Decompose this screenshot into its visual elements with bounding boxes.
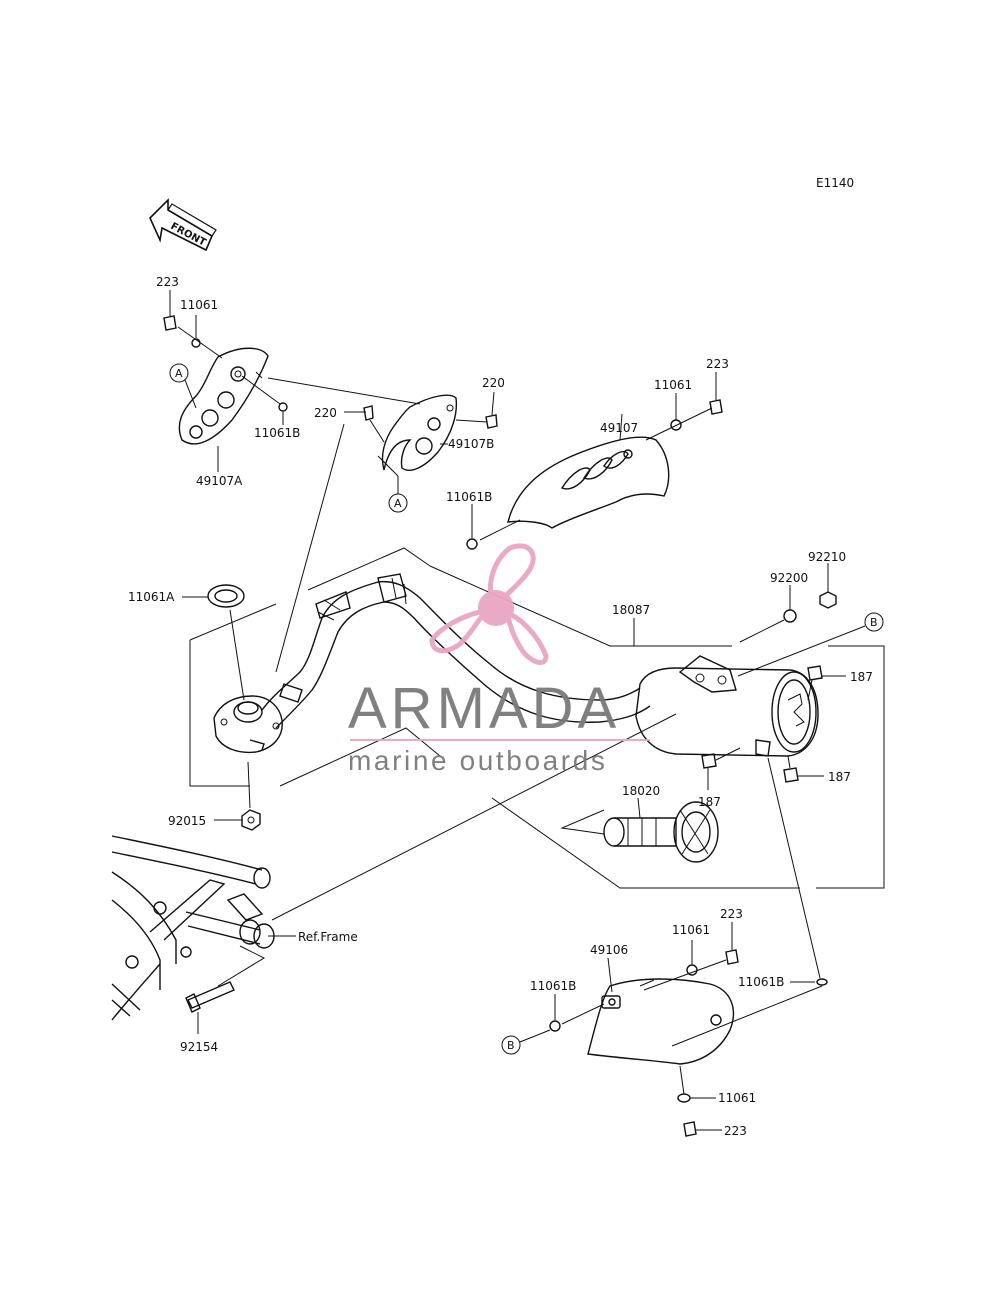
label-223-top: 223 xyxy=(156,275,179,289)
callout-a-left-text: A xyxy=(175,367,183,380)
fasteners-49107 xyxy=(645,372,723,441)
propeller-logo-icon xyxy=(429,543,549,666)
label-18020: 18020 xyxy=(622,784,660,798)
spark-arrester-18020 xyxy=(603,797,719,863)
heat-guard-49107 xyxy=(507,413,670,529)
label-92015: 92015 xyxy=(168,814,206,828)
callout-b-left-text: B xyxy=(507,1039,515,1052)
screw-220-left xyxy=(344,405,385,443)
label-223-mid: 223 xyxy=(706,357,729,371)
nut-92015 xyxy=(214,761,261,831)
label-223-bottom: 223 xyxy=(724,1124,747,1138)
diagram-code: E1140 xyxy=(816,176,854,190)
callout-b-right: B xyxy=(737,612,884,677)
label-49107b: 49107B xyxy=(448,437,494,451)
fasteners-49106-bottom xyxy=(677,1065,722,1137)
fasteners-49106-top xyxy=(643,922,739,991)
washer-11061b-right xyxy=(671,757,828,1047)
label-11061-low: 11061 xyxy=(672,923,710,937)
label-220-left: 220 xyxy=(314,406,337,420)
watermark-brand: ARMADA xyxy=(348,676,620,741)
screw-220-right xyxy=(455,391,498,429)
muffler-18087 xyxy=(635,655,819,757)
watermark: ARMADA marine outboards xyxy=(348,543,650,776)
label-ref-frame: Ref.Frame xyxy=(298,930,358,944)
arrester-arrow-line xyxy=(560,809,605,835)
washer-11061b-left xyxy=(241,375,288,425)
gasket-11061a xyxy=(182,584,245,701)
callout-a-left: A xyxy=(169,363,197,409)
exhaust-flange xyxy=(213,695,283,754)
label-11061a: 11061A xyxy=(128,590,175,604)
label-11061-mid: 11061 xyxy=(654,378,692,392)
bolt-187-top xyxy=(807,665,846,701)
frame-to-muffler-line xyxy=(271,713,677,921)
bolt-223-top xyxy=(163,290,223,359)
washer-11061b-mid xyxy=(466,504,521,550)
frame-reference xyxy=(111,835,275,1021)
bolt-187-lower xyxy=(701,747,741,790)
label-11061-top: 11061 xyxy=(180,298,218,312)
washer-11061b-low-left xyxy=(549,994,605,1032)
label-49106: 49106 xyxy=(590,943,628,957)
label-187-right: 187 xyxy=(828,770,851,784)
label-49107: 49107 xyxy=(600,421,638,435)
assembly-outline-left xyxy=(189,547,885,889)
guard-to-pipe-line xyxy=(275,423,345,673)
label-92154: 92154 xyxy=(180,1040,218,1054)
label-11061b-low-right: 11061B xyxy=(738,975,784,989)
label-223-low: 223 xyxy=(720,907,743,921)
bolt-92154 xyxy=(185,945,266,1034)
label-49107a: 49107A xyxy=(196,474,243,488)
label-187-top: 187 xyxy=(850,670,873,684)
watermark-tagline: marine outboards xyxy=(348,745,608,776)
callout-b-left: B xyxy=(501,1029,551,1055)
label-18087: 18087 xyxy=(612,603,650,617)
label-11061b-mid: 11061B xyxy=(446,490,492,504)
label-220-right: 220 xyxy=(482,376,505,390)
heat-guard-49107b xyxy=(381,394,458,471)
bolt-187-right xyxy=(783,755,824,783)
front-arrow-icon: FRONT xyxy=(149,198,217,252)
exhaust-header-pipe xyxy=(261,573,651,729)
label-11061b-low-left: 11061B xyxy=(530,979,576,993)
label-11061b-left: 11061B xyxy=(254,426,300,440)
label-92200: 92200 xyxy=(770,571,808,585)
heat-guard-49106 xyxy=(587,957,734,1065)
fasteners-92200-92210 xyxy=(739,563,837,643)
label-11061-bottom: 11061 xyxy=(718,1091,756,1105)
callout-a-middle-text: A xyxy=(394,497,402,510)
callout-a-middle: A xyxy=(377,455,408,513)
label-92210: 92210 xyxy=(808,550,846,564)
callout-b-right-text: B xyxy=(870,616,878,629)
guard-link-line xyxy=(267,377,421,405)
label-187-lower: 187 xyxy=(698,795,721,809)
heat-guard-49107a xyxy=(178,347,269,445)
